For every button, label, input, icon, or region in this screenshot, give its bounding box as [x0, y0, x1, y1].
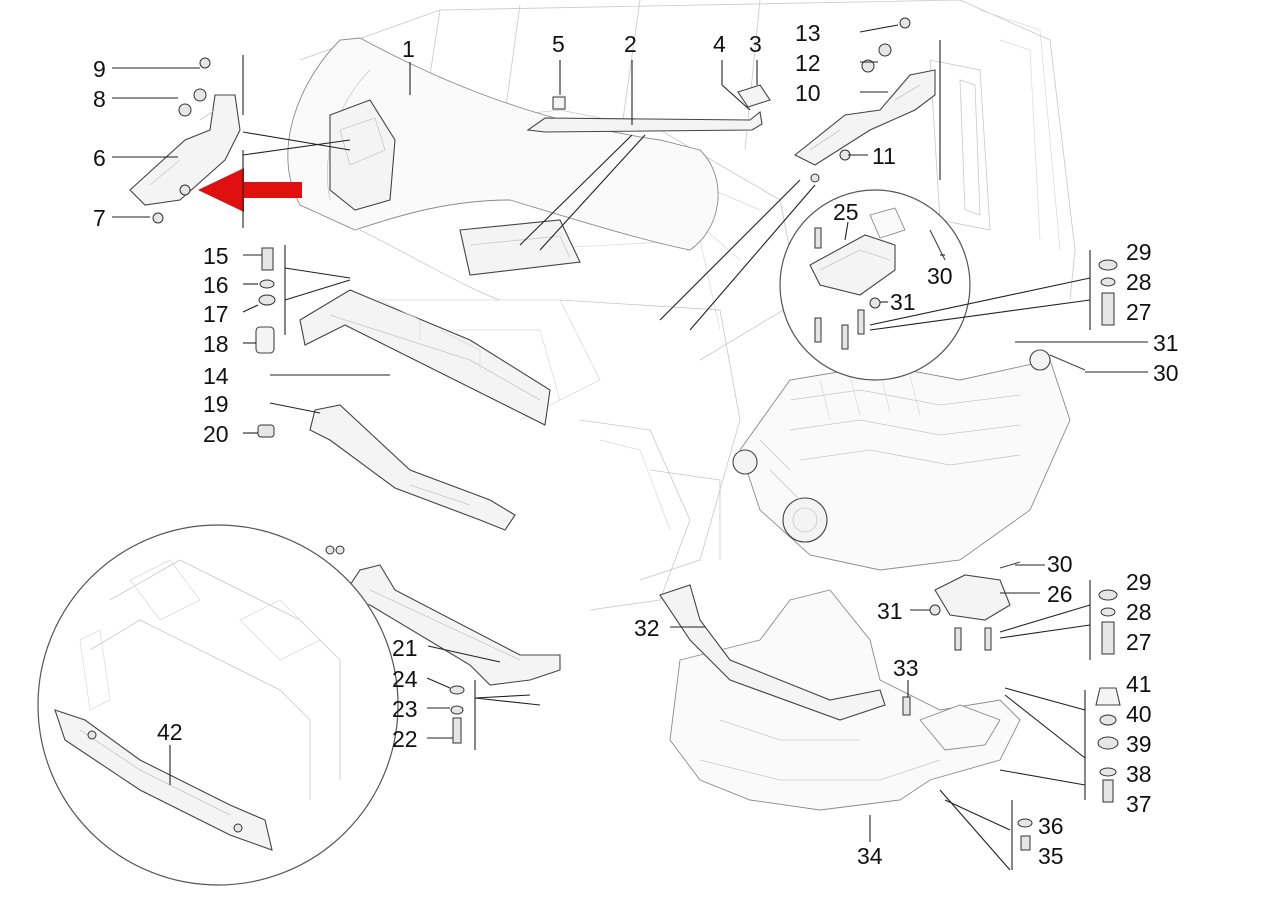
left-hardware-stack [255, 247, 276, 438]
leader-lines [112, 24, 1148, 871]
skid-plate-hardware [1017, 687, 1121, 851]
right-hood-hinge [793, 17, 936, 183]
right-hardware-stack-lower [1098, 589, 1118, 655]
callout-label: 19 [203, 391, 229, 417]
engine-assembly [732, 349, 1071, 571]
callout-label: 17 [203, 301, 229, 327]
hood-panel [287, 37, 719, 301]
hood-buffer [737, 84, 771, 108]
callout-label: 30 [1047, 551, 1073, 577]
hood-clip [552, 96, 566, 110]
callout-label: 25 [833, 199, 859, 225]
engine-mount-detail-circle [779, 189, 971, 381]
crossmember-detail-circle [37, 524, 399, 886]
callout-label: 28 [1126, 269, 1152, 295]
callout-label: 9 [93, 56, 106, 82]
callout-label: 41 [1126, 671, 1152, 697]
callout-label: 35 [1038, 843, 1064, 869]
callout-label: 27 [1126, 299, 1152, 325]
callout-label: 36 [1038, 813, 1064, 839]
callout-label: 29 [1126, 239, 1152, 265]
callout-label: 31 [1153, 330, 1179, 356]
callout-label: 1 [402, 36, 415, 62]
callout-label: 30 [1153, 360, 1179, 386]
callout-label: 12 [795, 50, 821, 76]
callout-label: 6 [93, 145, 106, 171]
callout-label: 13 [795, 20, 821, 46]
front-cross-member [299, 289, 551, 426]
callout-label: 30 [927, 263, 953, 289]
callout-label: 40 [1126, 701, 1152, 727]
callout-label: 18 [203, 331, 229, 357]
callout-label: 31 [877, 598, 903, 624]
right-hardware-stack-upper [1049, 259, 1118, 371]
callout-label: 42 [157, 719, 183, 745]
callout-label: 5 [552, 31, 565, 57]
vehicle-body-outline [299, 0, 1076, 611]
callout-label: 28 [1126, 599, 1152, 625]
callout-label: 20 [203, 421, 229, 447]
hood-prop-rod [526, 110, 763, 133]
callout-label: 31 [890, 289, 916, 315]
callout-label: 23 [392, 696, 418, 722]
callout-label: 3 [749, 31, 762, 57]
engine-crossmember [325, 545, 561, 686]
callout-label: 39 [1126, 731, 1152, 757]
callout-label: 24 [392, 666, 418, 692]
left-hood-hinge [129, 57, 241, 224]
callout-labels: 1 2 3 4 5 6 7 8 9 10 11 12 13 14 15 16 1… [93, 20, 1179, 869]
lower-radiator-support [309, 404, 516, 531]
callout-label: 27 [1126, 629, 1152, 655]
callout-label: 4 [713, 31, 726, 57]
callout-label: 2 [624, 31, 637, 57]
callout-label: 10 [795, 80, 821, 106]
callout-label: 11 [872, 143, 896, 169]
callout-label: 8 [93, 86, 106, 112]
callout-label: 22 [392, 726, 418, 752]
callout-label: 37 [1126, 791, 1152, 817]
bottom-hardware-stack [449, 685, 465, 744]
callout-label: 34 [857, 843, 883, 869]
highlight-arrow [198, 168, 302, 212]
callout-label: 38 [1126, 761, 1152, 787]
underbody-skid-plate [659, 584, 1021, 811]
callout-label: 14 [203, 363, 229, 389]
callout-label: 29 [1126, 569, 1152, 595]
callout-label: 21 [392, 635, 418, 661]
callout-label: 33 [893, 655, 919, 681]
callout-label: 7 [93, 205, 106, 231]
engine-mount-lower [929, 561, 1021, 651]
callout-label: 15 [203, 243, 229, 269]
callout-label: 16 [203, 272, 229, 298]
callout-label: 26 [1047, 581, 1073, 607]
callout-label: 32 [634, 615, 660, 641]
